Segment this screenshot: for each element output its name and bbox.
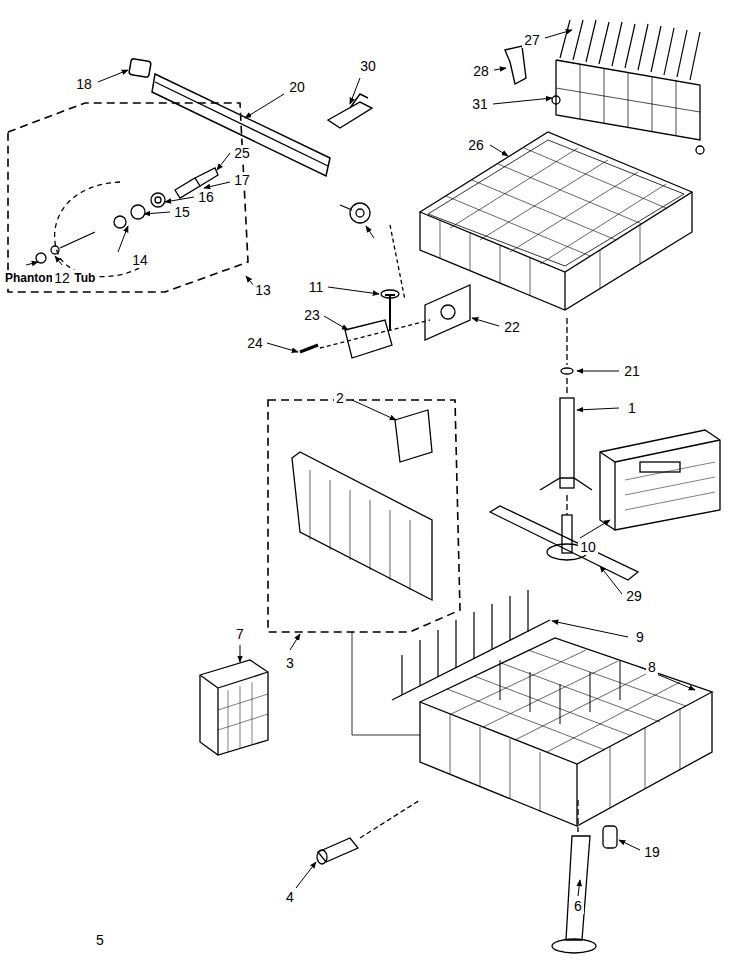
callout-number: 24 xyxy=(245,335,265,351)
leader-arrows xyxy=(26,30,695,896)
callout-number: 14 xyxy=(130,252,150,268)
callout-number: 15 xyxy=(172,204,192,220)
callout-number: 25 xyxy=(232,145,252,161)
lower-rack xyxy=(420,638,712,826)
tine-row xyxy=(552,20,704,154)
callout-number: 21 xyxy=(622,363,642,379)
callout-number: 26 xyxy=(466,137,486,153)
callout-number: 10 xyxy=(578,539,598,555)
lower-tines xyxy=(392,590,550,700)
callout-number: 23 xyxy=(302,307,322,323)
side-basket xyxy=(600,430,720,530)
callout-number: 13 xyxy=(253,282,273,298)
fasteners xyxy=(36,168,218,263)
lower-parts xyxy=(317,800,617,953)
callout-number: 8 xyxy=(646,659,658,675)
callout-number: 6 xyxy=(572,898,584,914)
callout-number: 18 xyxy=(74,76,94,92)
callout-number: 7 xyxy=(234,626,246,642)
upper-rack xyxy=(420,132,692,310)
callout-number: 3 xyxy=(284,655,296,671)
callout-number: 20 xyxy=(287,79,307,95)
roller xyxy=(340,203,370,223)
callout-number: 5 xyxy=(94,932,106,948)
rail-stop xyxy=(328,94,372,128)
callout-number: 27 xyxy=(522,32,542,48)
region-note: Phantom of Tub xyxy=(3,270,97,286)
rack-bracket xyxy=(300,225,470,358)
callout-number: 2 xyxy=(334,390,346,406)
silverware-basket xyxy=(292,410,432,600)
callout-number: 30 xyxy=(358,58,378,74)
callout-number: 17 xyxy=(232,172,252,188)
small-basket xyxy=(200,660,268,755)
callout-number: 11 xyxy=(307,279,326,295)
callout-number: 12 xyxy=(52,270,72,286)
callout-number: 28 xyxy=(471,63,491,79)
callout-number: 4 xyxy=(284,889,296,905)
group-outline xyxy=(8,103,248,292)
callout-number: 16 xyxy=(196,189,216,205)
callout-number: 29 xyxy=(624,588,644,604)
tine-clip xyxy=(505,46,526,84)
tub-phantom xyxy=(55,182,150,277)
callout-number: 1 xyxy=(626,400,638,416)
callout-number: 9 xyxy=(634,629,646,645)
callout-number: 31 xyxy=(470,96,490,112)
leader-line xyxy=(352,632,420,735)
end-cap xyxy=(129,58,151,77)
callout-number: 22 xyxy=(502,319,522,335)
callout-number: 19 xyxy=(642,844,662,860)
group-outline xyxy=(268,400,460,632)
rack-rail xyxy=(152,74,330,176)
